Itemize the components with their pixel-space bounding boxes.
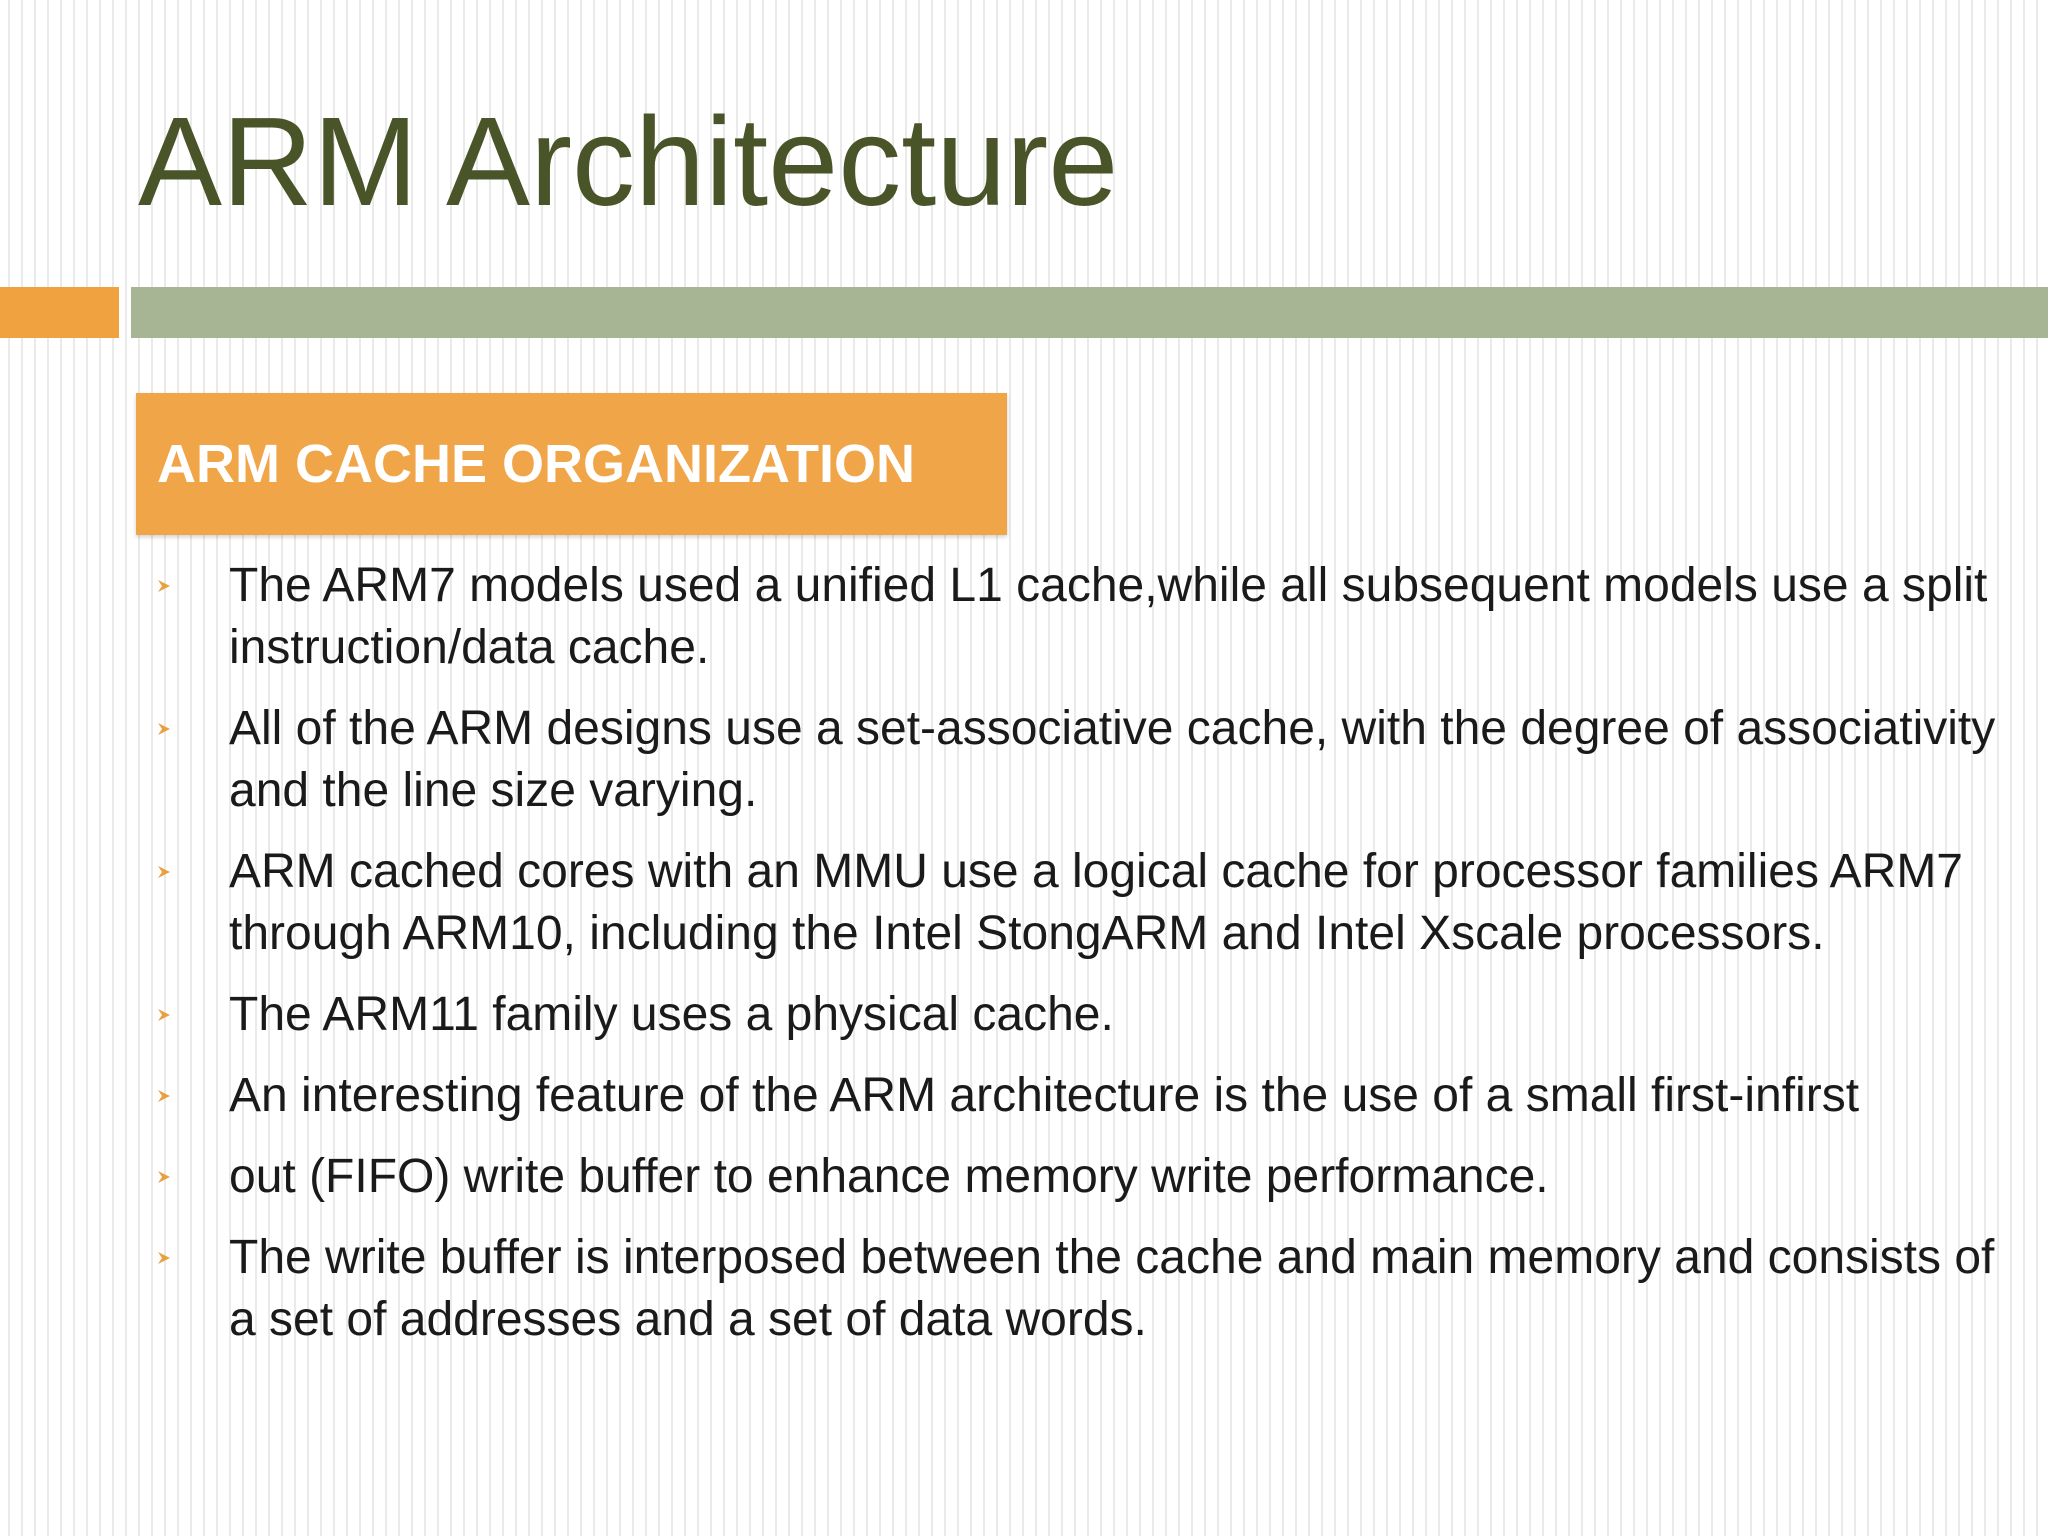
bullet-item: All of the ARM designs use a set-associa…	[156, 698, 2016, 822]
bullet-text: ARM cached cores with an MMU use a logic…	[229, 845, 1963, 960]
section-header-box: ARM CACHE ORGANIZATION	[136, 393, 1007, 535]
section-header-label: ARM CACHE ORGANIZATION	[157, 434, 915, 494]
slide-title: ARM Architecture	[138, 91, 1119, 232]
title-rule-green-segment	[131, 287, 2048, 338]
arrowhead-bullet-icon	[156, 578, 172, 594]
bullet-text: All of the ARM designs use a set-associa…	[229, 702, 1996, 817]
bullet-item: ARM cached cores with an MMU use a logic…	[156, 841, 2016, 965]
bullet-text: out (FIFO) write buffer to enhance memor…	[229, 1150, 1549, 1203]
arrowhead-bullet-icon	[156, 1007, 172, 1023]
bullet-text: An interesting feature of the ARM archit…	[229, 1069, 1860, 1122]
bullet-item: An interesting feature of the ARM archit…	[156, 1065, 2016, 1127]
bullet-item: The ARM7 models used a unified L1 cache,…	[156, 555, 2016, 679]
bullet-text: The ARM7 models used a unified L1 cache,…	[229, 559, 1988, 674]
bullet-item: The ARM11 family uses a physical cache.	[156, 984, 2016, 1046]
arrowhead-bullet-icon	[156, 864, 172, 880]
arrowhead-bullet-icon	[156, 1250, 172, 1266]
arrowhead-bullet-icon	[156, 721, 172, 737]
bullet-text: The write buffer is interposed between t…	[229, 1231, 1995, 1346]
bullet-list: The ARM7 models used a unified L1 cache,…	[156, 555, 2016, 1370]
bullet-text: The ARM11 family uses a physical cache.	[229, 988, 1114, 1041]
arrowhead-bullet-icon	[156, 1169, 172, 1185]
bullet-item: The write buffer is interposed between t…	[156, 1227, 2016, 1351]
arrowhead-bullet-icon	[156, 1088, 172, 1104]
bullet-item: out (FIFO) write buffer to enhance memor…	[156, 1146, 2016, 1208]
title-rule-orange-segment	[0, 287, 119, 338]
